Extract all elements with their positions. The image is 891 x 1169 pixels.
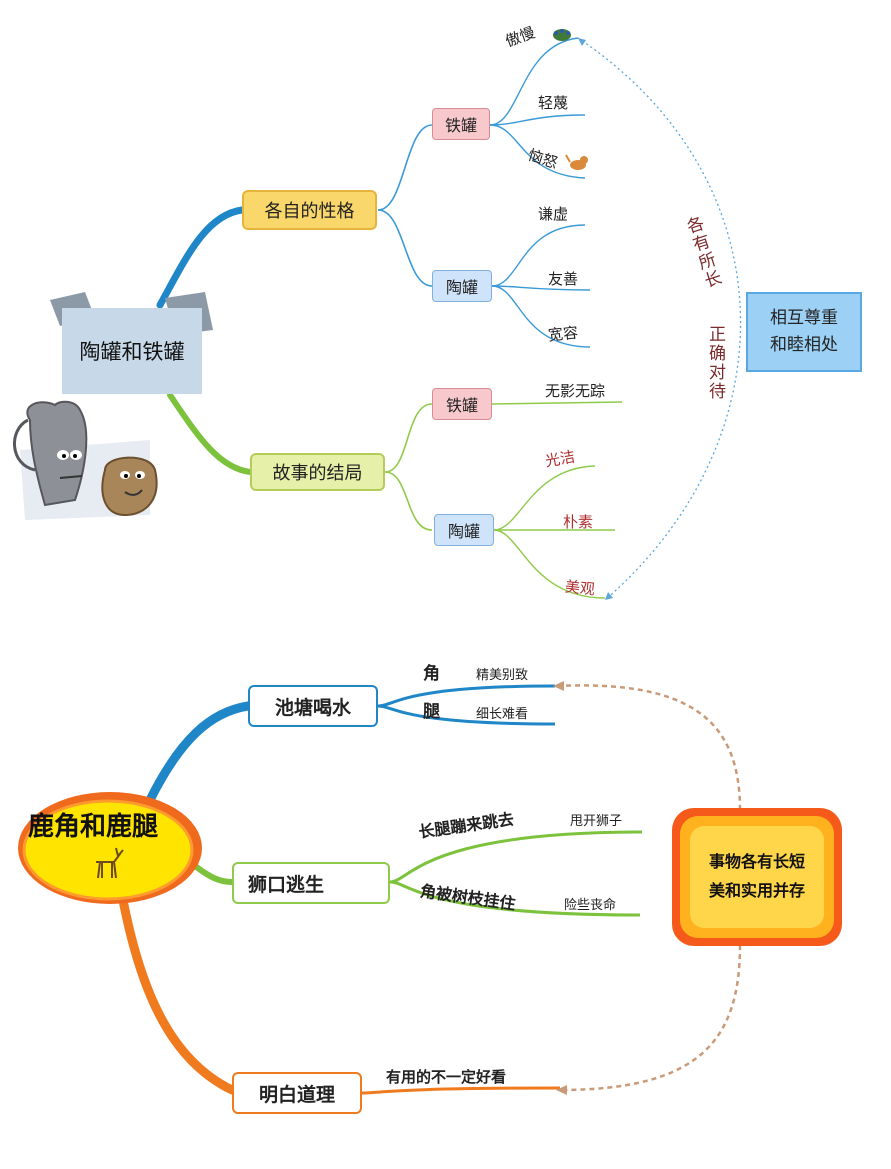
deer-center-shape [18, 792, 202, 904]
detail-leg: 细长难看 [476, 707, 529, 722]
topic-drink[interactable]: 池塘喝水 [248, 685, 378, 727]
detail-escape-lion: 甩开狮子 [570, 814, 623, 829]
result-plain: 朴素 [563, 513, 594, 531]
trait-tolerant: 宽容 [547, 323, 579, 345]
node-clay-pot-2[interactable]: 陶罐 [434, 514, 494, 546]
trait-friendly: 友善 [548, 270, 579, 288]
detail-nearly-died: 险些丧命 [564, 898, 617, 913]
branch-line-personality [156, 206, 246, 309]
label-leg: 腿 [423, 702, 440, 722]
topic-personality[interactable]: 各自的性格 [242, 190, 377, 230]
conclusion-shape [672, 808, 842, 946]
relation-arc [577, 37, 742, 601]
node-clay-pot-1[interactable]: 陶罐 [432, 270, 492, 302]
arc-label-treat: 正确对待 [705, 325, 725, 401]
trait-humble: 谦虚 [538, 205, 569, 223]
node-iron-pot-1[interactable]: 铁罐 [432, 108, 490, 140]
peacock-icon [553, 29, 571, 41]
trait-contemptuous: 轻蔑 [538, 94, 569, 112]
relation-arc-2 [556, 684, 742, 811]
conclusion-box-2[interactable]: 事物各有长短 美和实用并存 [708, 852, 805, 900]
branch-line-ending [167, 392, 253, 475]
node-iron-pot-2[interactable]: 铁罐 [432, 388, 492, 420]
center-topic-label: 陶罐和铁罐 [79, 340, 185, 364]
detail-lesson: 有用的不一定好看 [386, 1068, 507, 1086]
center-topic-vessels[interactable]: 陶罐和铁罐 [62, 308, 202, 394]
conclusion-box-1[interactable]: 相互尊重 和睦相处 [746, 292, 862, 372]
topic-escape[interactable]: 狮口逃生 [232, 862, 390, 904]
detail-antler: 精美别致 [476, 668, 529, 683]
label-antler: 角 [423, 664, 440, 684]
cat-icon [565, 154, 588, 170]
result-beautiful: 美观 [564, 577, 596, 599]
branch-line-drink [145, 701, 253, 805]
vases-illustration [13, 292, 213, 520]
deer-icon [96, 847, 124, 879]
topic-lesson[interactable]: 明白道理 [232, 1072, 362, 1114]
topic-ending[interactable]: 故事的结局 [250, 453, 385, 491]
center-topic-deer[interactable]: 鹿角和鹿腿 [28, 812, 159, 842]
branch-line-lesson [117, 890, 237, 1095]
result-vanished: 无影无踪 [545, 382, 606, 400]
